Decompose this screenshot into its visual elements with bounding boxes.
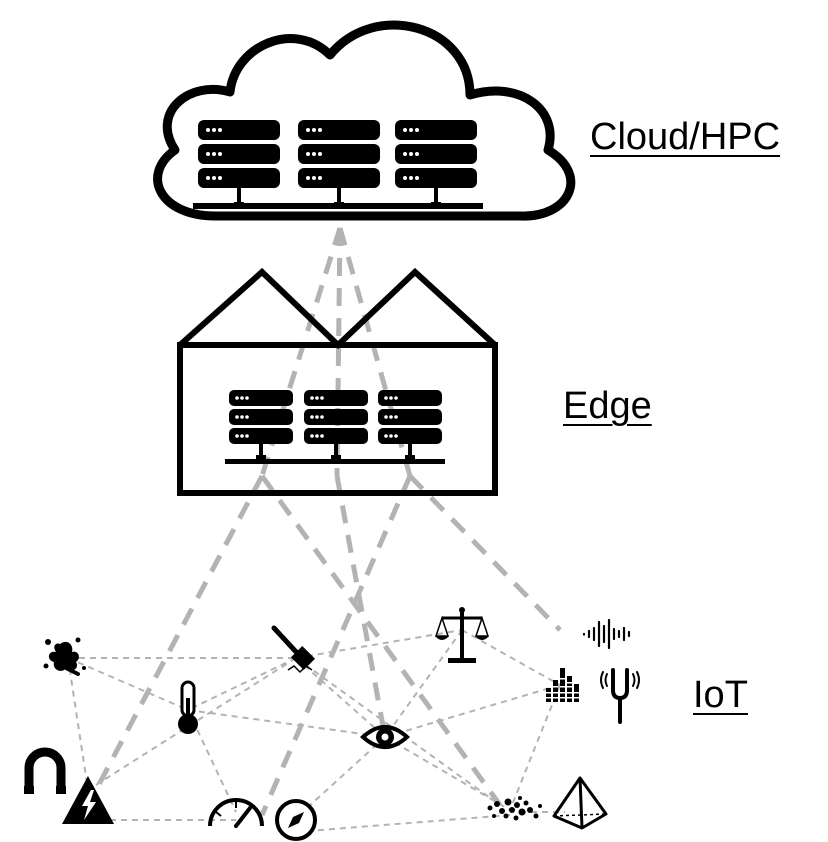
speedometer-icon — [208, 798, 264, 828]
edge-building-outline — [177, 342, 498, 496]
cloud-tier — [153, 20, 576, 221]
particles-icon — [487, 796, 542, 821]
iot-tier — [24, 607, 640, 841]
edge-server-rack-1 — [229, 390, 293, 460]
iot-label: IoT — [693, 674, 748, 716]
balance-scale-icon — [434, 607, 490, 663]
eye-icon — [360, 725, 410, 749]
backbone-links — [93, 227, 562, 817]
high-voltage-warning-icon — [62, 776, 114, 824]
hammer-icon — [271, 625, 316, 674]
thermometer-icon — [178, 680, 198, 734]
cloud-hpc-label: Cloud/HPC — [590, 116, 781, 158]
splash-icon — [43, 637, 86, 676]
tuning-fork-icon — [600, 668, 640, 724]
edge-label: Edge — [563, 385, 652, 427]
cloud-network-bus — [193, 203, 483, 209]
equalizer-icon — [546, 668, 579, 702]
pyramid-icon — [552, 776, 608, 830]
edge-network-bus — [225, 459, 445, 464]
edge-server-rack-3 — [378, 390, 442, 460]
iot-mesh-links — [67, 629, 565, 833]
edge-server-rack-2 — [304, 390, 368, 460]
compass-icon — [275, 799, 317, 841]
sound-wave-icon — [582, 618, 631, 650]
edge-tier — [177, 267, 498, 496]
magnet-icon — [24, 747, 66, 794]
